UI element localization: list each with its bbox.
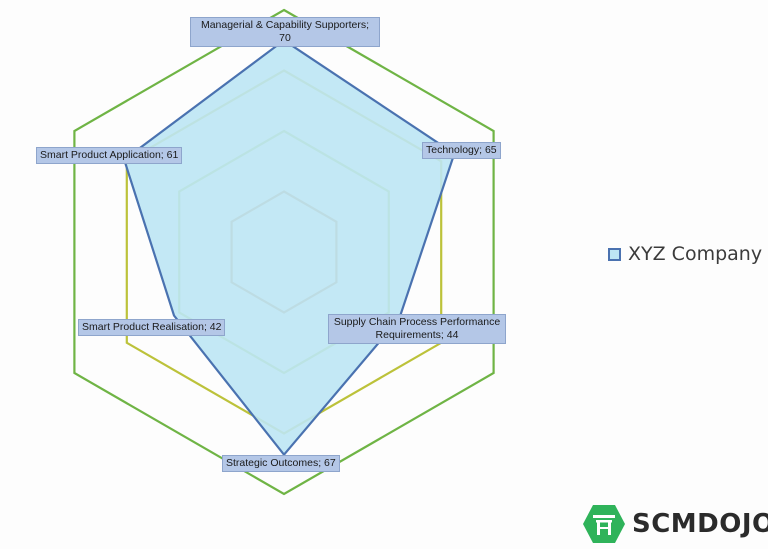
legend: XYZ Company <box>608 243 762 265</box>
scmdojo-logo-icon <box>583 505 625 543</box>
radar-ring-4 <box>73 8 495 496</box>
data-label-managerial: Managerial & Capability Supporters; 70 <box>190 17 380 47</box>
series-layer <box>122 38 456 457</box>
data-label-technology: Technology; 65 <box>422 142 501 159</box>
data-label-realisation-text: Smart Product Realisation; 42 <box>82 321 222 333</box>
data-label-managerial-line1: Managerial & Capability Supporters; <box>200 19 370 31</box>
series-area-1 <box>122 38 456 457</box>
scmdojo-logo: SCMDOJO <box>582 504 768 544</box>
scmdojo-logo-text: SCMDOJO <box>632 509 768 539</box>
data-label-application-text: Smart Product Application; 61 <box>40 149 179 161</box>
data-label-technology-text: Technology; 65 <box>426 144 497 156</box>
data-label-supply-chain: Supply Chain Process Performance Require… <box>328 314 506 344</box>
legend-swatch <box>608 247 621 261</box>
legend-label: XYZ Company <box>628 243 763 265</box>
data-label-realisation: Smart Product Realisation; 42 <box>78 319 226 336</box>
data-label-strategic: Strategic Outcomes; 67 <box>222 455 340 472</box>
data-label-managerial-line2: 70 <box>279 32 291 44</box>
data-label-application: Smart Product Application; 61 <box>36 147 183 164</box>
data-label-supply-chain-line2: Requirements; 44 <box>375 329 459 341</box>
data-label-strategic-text: Strategic Outcomes; 67 <box>226 457 336 469</box>
data-label-supply-chain-line1: Supply Chain Process Performance <box>333 316 501 328</box>
